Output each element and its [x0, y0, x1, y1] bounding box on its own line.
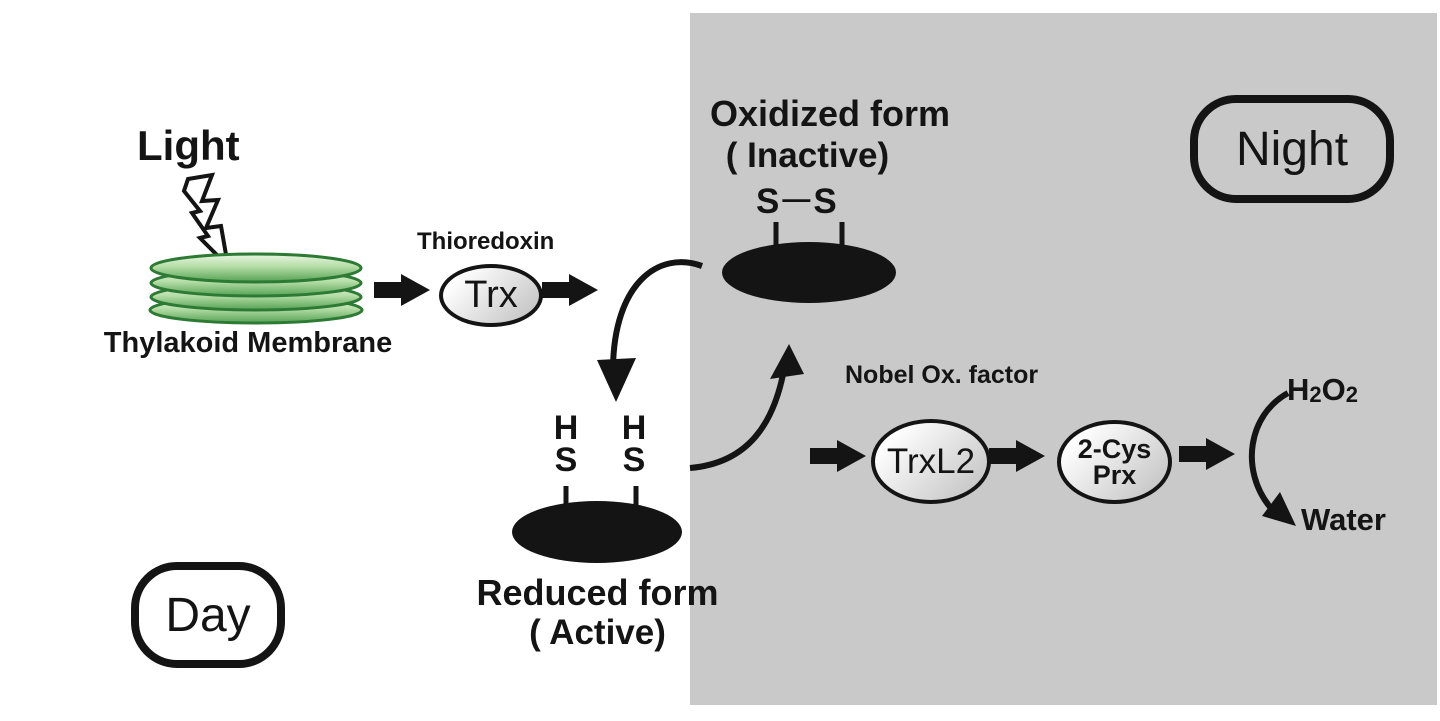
trx-node: Trx	[439, 264, 543, 327]
thiol-group-right: H S	[615, 409, 653, 480]
reduced-form-title: Reduced form	[476, 572, 719, 613]
day-badge: Day	[131, 562, 285, 668]
reduced-enzyme-ellipse	[512, 501, 682, 563]
nobel-ox-factor-caption: Nobel Ox. factor	[845, 361, 1039, 389]
oxidized-form-title: Oxidized form	[709, 93, 951, 134]
day-badge-label: Day	[165, 588, 251, 642]
disulfide-bond-label: S — S	[756, 182, 837, 222]
bond-s-right: S	[813, 182, 837, 221]
h2o2-h: H	[1287, 372, 1310, 407]
thiol-right-h: H	[621, 409, 647, 447]
bond-s-left: S	[756, 182, 780, 221]
thylakoid-membrane-label: Thylakoid Membrane	[103, 327, 393, 359]
h2o2-sub2: 2	[1345, 382, 1359, 407]
reduced-form-subtitle: ( Active)	[529, 613, 666, 652]
2-cys-prx-node: 2-Cys Prx	[1057, 420, 1172, 504]
light-label: Light	[137, 122, 240, 169]
prx-node-line2: Prx	[1092, 460, 1137, 490]
bond-dash: —	[782, 183, 811, 214]
trx-node-label: Trx	[464, 274, 518, 316]
arrow-trx-to-cycle	[542, 274, 598, 306]
h2o2-sub1: 2	[1309, 382, 1322, 407]
prx-node-line1: 2-Cys	[1077, 433, 1152, 464]
oxidized-form-subtitle: ( Inactive)	[725, 136, 890, 175]
arrow-membrane-to-trx	[374, 274, 430, 306]
trxl2-node-label: TrxL2	[886, 441, 976, 481]
thiol-right-s: S	[622, 441, 646, 480]
h2o2-o: O	[1321, 372, 1346, 407]
water-label: Water	[1301, 502, 1386, 537]
night-badge-label: Night	[1235, 122, 1349, 176]
h2o2-label: H 2 O 2	[1287, 372, 1358, 408]
thiol-left-h: H	[553, 409, 579, 447]
night-badge: Night	[1190, 95, 1394, 203]
oxidized-enzyme-ellipse	[722, 242, 896, 303]
lightning-bolt-icon	[181, 172, 232, 272]
cycle-arrow-oxidized-to-reduced	[597, 259, 704, 402]
thioredoxin-caption: Thioredoxin	[417, 228, 555, 255]
trxl2-node: TrxL2	[871, 419, 991, 504]
thiol-left-s: S	[554, 441, 578, 480]
night-background-region	[690, 13, 1437, 705]
thylakoid-membrane-icon	[148, 252, 364, 325]
thiol-group-left: H S	[547, 409, 585, 480]
